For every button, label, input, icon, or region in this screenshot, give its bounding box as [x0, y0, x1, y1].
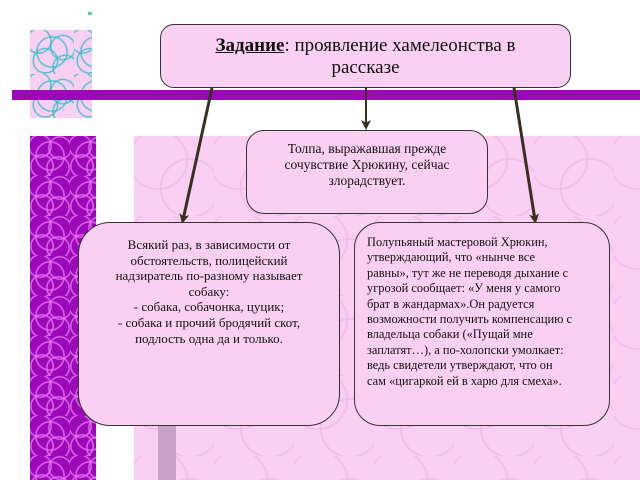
task-line-1: Задание: проявление хамелеонства в	[175, 35, 556, 57]
khryukin-box: Полупьяный мастеровой Хрюкин, утверждающ…	[354, 222, 610, 426]
khryukin-line: угрозой сообщает: «У меня у самого	[367, 281, 561, 296]
arrow-to-khryukin	[512, 87, 539, 224]
crowd-box: Толпа, выражавшая прежде сочувствие Хрюк…	[246, 130, 488, 214]
khryukin-line: равны», тут же не переводя дыхание с	[367, 265, 569, 280]
khryukin-line: заплатят…), а по-холопски умолкает:	[367, 342, 564, 357]
arrow-to-officer	[179, 87, 214, 224]
crowd-line: злорадствует.	[328, 173, 406, 188]
khryukin-line: утверждающий, что «нынче все	[367, 250, 536, 265]
decorative-rail	[158, 420, 176, 480]
decorative-purple-stripe	[12, 90, 640, 100]
task-text-1: : проявление хамелеонства в	[284, 35, 516, 56]
officer-line: Всякий раз, в зависимости от	[127, 237, 291, 252]
officer-line: надзиратель по-разному называет	[115, 268, 303, 284]
officer-line: - собака и прочий бродячий скот,	[117, 314, 301, 330]
khryukin-line: владельца собаки («Пущай мне	[367, 327, 533, 342]
crowd-line: сочувствие Хрюкину, сейчас	[284, 157, 450, 172]
decorative-dot	[88, 12, 92, 15]
khryukin-line: ведь свидетели утверждают, что он	[367, 358, 553, 373]
crowd-line: Толпа, выражавшая прежде	[287, 141, 447, 156]
khryukin-line: Полупьяный мастеровой Хрюкин,	[367, 235, 548, 249]
khryukin-line: брат в жандармах».Он радуется	[367, 296, 535, 311]
officer-line: - собака, собачонка, цуцик;	[133, 299, 285, 315]
khryukin-line: возможности получить компенсацию с	[367, 312, 573, 327]
khryukin-line: сам «цигаркой ей в харю для смеха».	[367, 373, 562, 388]
officer-line: подлость одна да и только.	[135, 330, 283, 346]
task-label: Задание	[215, 35, 285, 56]
officer-box: Всякий раз, в зависимости от обстоятельс…	[78, 222, 340, 426]
officer-line: собаку:	[188, 283, 230, 299]
task-box: Задание: проявление хамелеонства в расск…	[160, 24, 571, 88]
decorative-circle-pattern-top	[30, 30, 92, 118]
officer-line: обстоятельств, полицейский	[130, 252, 288, 268]
task-text-2: рассказе	[331, 57, 400, 78]
